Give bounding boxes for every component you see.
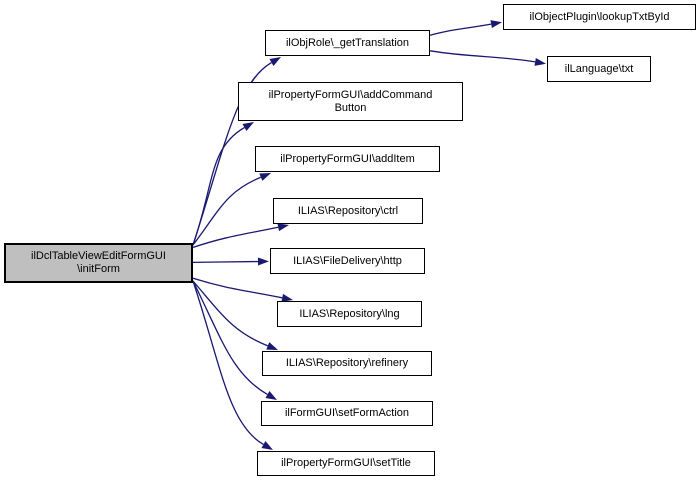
graph-node-setformaction[interactable]: ilFormGUI\setFormAction: [261, 401, 433, 426]
call-edge: [192, 226, 279, 249]
node-label-line: ilPropertyFormGUI\addCommand: [268, 88, 433, 101]
arrowhead-icon: [281, 293, 293, 302]
arrowhead-icon: [257, 257, 269, 266]
graph-node-initform: ilDclTableViewEditFormGUI \initForm: [4, 243, 193, 283]
node-label-line: ilObjectPlugin\lookupTxtById: [529, 10, 670, 23]
node-label-line: ILIAS\Repository\refinery: [285, 357, 409, 369]
arrowhead-icon: [266, 342, 278, 350]
graph-node-http[interactable]: ILIAS\FileDelivery\http: [270, 248, 425, 274]
graph-node-settitle[interactable]: ilPropertyFormGUI\setTitle: [257, 451, 435, 476]
graph-node-gettranslation[interactable]: ilObjRole\_getTranslation: [265, 30, 430, 56]
call-edge: [192, 280, 268, 396]
call-edge: [192, 260, 259, 264]
node-label-line: ILIAS\FileDelivery\http: [293, 254, 402, 267]
arrowhead-icon: [534, 57, 546, 66]
node-label-line: ilLanguage\txt: [564, 62, 634, 75]
arrowhead-icon: [261, 441, 273, 450]
graph-node-txt[interactable]: ilLanguage\txt: [547, 56, 651, 82]
node-label-line: ilPropertyFormGUI\setTitle: [281, 457, 411, 469]
node-label-line: ILIAS\Repository\lng: [299, 307, 400, 320]
graph-node-lookuptxtbyid[interactable]: ilObjectPlugin\lookupTxtById: [503, 4, 696, 30]
node-label-line: ILIAS\Repository\ctrl: [297, 204, 399, 217]
node-label-line: ilFormGUI\setFormAction: [284, 407, 410, 419]
node-label-line: Button: [334, 101, 367, 114]
graph-node-ctrl[interactable]: ILIAS\Repository\ctrl: [273, 198, 423, 224]
graph-node-additem[interactable]: ilPropertyFormGUI\addItem: [255, 146, 440, 172]
call-edge: [429, 23, 492, 36]
call-edge: [192, 280, 269, 347]
arrowhead-icon: [277, 223, 289, 232]
call-edge: [192, 176, 262, 246]
arrowhead-icon: [242, 122, 254, 131]
call-edge: [192, 280, 264, 446]
arrowhead-icon: [259, 173, 271, 181]
call-edge: [429, 50, 536, 63]
graph-node-addcommandbutton[interactable]: ilPropertyFormGUI\addCommand Button: [238, 82, 463, 121]
graph-node-lng[interactable]: ILIAS\Repository\lng: [277, 301, 422, 327]
node-label-line: ilDclTableViewEditFormGUI: [31, 250, 166, 262]
node-label-line: ilPropertyFormGUI\addItem: [280, 152, 415, 165]
call-edge: [192, 277, 283, 299]
node-label-line: \initForm: [77, 263, 120, 275]
arrowhead-icon: [490, 20, 502, 29]
graph-node-refinery[interactable]: ILIAS\Repository\refinery: [262, 351, 432, 376]
arrowhead-icon: [265, 391, 277, 400]
node-label-line: ilObjRole\_getTranslation: [285, 36, 410, 49]
call-edge: [192, 126, 245, 246]
arrowhead-icon: [269, 57, 281, 66]
